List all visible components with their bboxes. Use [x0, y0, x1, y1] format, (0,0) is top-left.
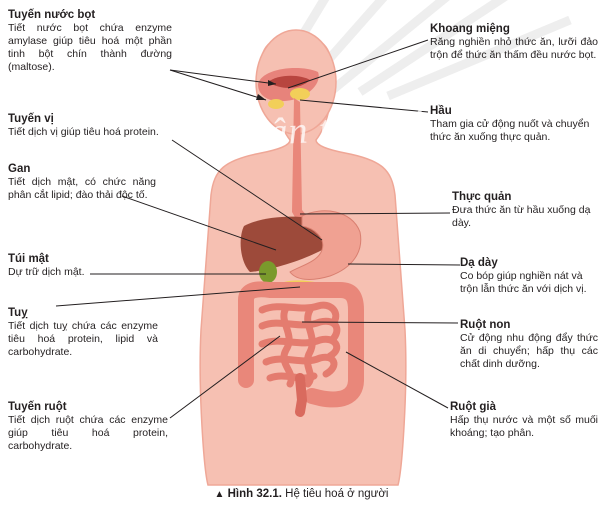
- label-esophagus-desc: Đưa thức ăn từ hầu xuống dạ dày.: [452, 204, 591, 229]
- pointer-arrowheads: [256, 80, 276, 100]
- label-gallbladder: Túi mật Dự trữ dịch mật.: [8, 252, 158, 279]
- label-gallbladder-title: Túi mật: [8, 253, 49, 265]
- label-small-intestine-title: Ruột non: [460, 319, 511, 331]
- label-intestinal-gland: Tuyến ruột Tiết dịch ruột chứa các enzym…: [8, 400, 168, 453]
- label-esophagus: Thực quản Đưa thức ăn từ hầu xuống dạ dà…: [452, 190, 600, 230]
- label-liver: Gan Tiết dịch mật, có chức năng phân cắt…: [8, 162, 156, 202]
- label-liver-title: Gan: [8, 163, 31, 175]
- gallbladder-shape: [259, 261, 277, 283]
- label-pancreas: Tuỵ Tiết dịch tuỵ chứa các enzyme tiêu h…: [8, 306, 158, 359]
- label-salivary-gland: Tuyến nước bọt Tiết nước bọt chứa enzyme…: [8, 8, 172, 74]
- label-oral-cavity: Khoang miệng Răng nghiền nhỏ thức ăn, lư…: [430, 22, 598, 62]
- pointer-lines: [55, 39, 461, 419]
- label-intestinal-gland-title: Tuyến ruột: [8, 401, 67, 413]
- label-oral-cavity-desc: Răng nghiền nhỏ thức ăn, lưỡi đảo trộn đ…: [430, 36, 598, 61]
- label-salivary-gland-title: Tuyến nước bọt: [8, 9, 96, 21]
- mouth-region: [258, 68, 319, 109]
- label-intestinal-gland-desc: Tiết dịch ruột chứa các enzyme giúp tiêu…: [8, 414, 168, 452]
- label-large-intestine: Ruột già Hấp thụ nước và một số muối kho…: [450, 400, 598, 440]
- label-pharynx: Hầu Tham gia cử động nuốt và chuyển thức…: [430, 104, 600, 144]
- esophagus-shape: [292, 98, 312, 226]
- label-small-intestine: Ruột non Cử động nhu động đẩy thức ăn di…: [460, 318, 598, 371]
- label-pancreas-title: Tuỵ: [8, 307, 28, 319]
- label-gastric-gland: Tuyến vị Tiết dịch vị giúp tiêu hoá prot…: [8, 112, 178, 139]
- liver-shape: [240, 216, 333, 272]
- figure-caption: ▲ Hình 32.1. Hệ tiêu hoá ở người: [0, 486, 603, 503]
- label-stomach: Dạ dày Co bóp giúp nghiền nát và trộn lẫ…: [460, 256, 600, 296]
- label-small-intestine-desc: Cử động nhu động đẩy thức ăn di chuyển; …: [460, 332, 598, 370]
- label-pancreas-desc: Tiết dịch tuỵ chứa các enzyme tiêu hoá p…: [8, 320, 158, 358]
- stomach-shape: [289, 210, 362, 280]
- label-pharynx-title: Hầu: [430, 105, 452, 117]
- label-gastric-gland-desc: Tiết dịch vị giúp tiêu hoá protein.: [8, 126, 159, 138]
- label-pharynx-desc: Tham gia cử động nuốt và chuyển thức ăn …: [430, 118, 590, 143]
- salivary-gland-shape: [290, 88, 310, 100]
- caption-figure-number: Hình 32.1.: [227, 488, 282, 500]
- caption-text: Hệ tiêu hoá ở người: [285, 488, 389, 500]
- label-large-intestine-desc: Hấp thụ nước và một số muối khoáng; tạo …: [450, 414, 598, 439]
- label-liver-desc: Tiết dịch mật, có chức năng phân cắt lip…: [8, 176, 156, 201]
- label-salivary-gland-desc: Tiết nước bọt chứa enzyme amylase giúp t…: [8, 22, 172, 73]
- label-esophagus-title: Thực quản: [452, 191, 512, 203]
- label-large-intestine-title: Ruột già: [450, 401, 496, 413]
- rectum-shape: [295, 373, 308, 417]
- label-stomach-desc: Co bóp giúp nghiền nát và trộn lẫn thức …: [460, 270, 587, 295]
- caption-triangle-icon: ▲: [214, 489, 225, 500]
- label-gastric-gland-title: Tuyến vị: [8, 113, 54, 125]
- label-gallbladder-desc: Dự trữ dịch mật.: [8, 266, 85, 278]
- label-stomach-title: Dạ dày: [460, 257, 498, 269]
- label-oral-cavity-title: Khoang miệng: [430, 23, 510, 35]
